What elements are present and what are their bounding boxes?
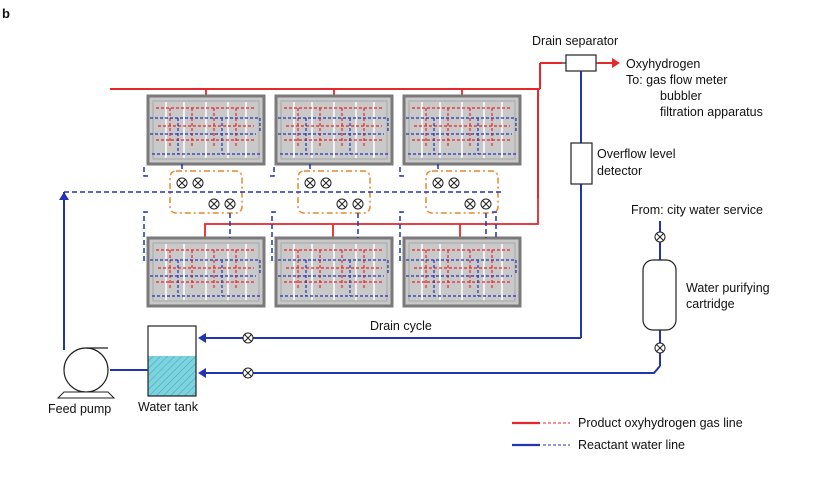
water-purifying-cartridge <box>642 259 677 331</box>
drain-separator <box>562 54 598 72</box>
module-top-3 <box>402 94 522 166</box>
feed-pump <box>56 192 148 399</box>
panel-letter: b <box>2 6 10 21</box>
module-bottom-2 <box>274 236 394 308</box>
module-bottom-1 <box>146 236 266 308</box>
drain-separator-label: Drain separator <box>532 34 618 48</box>
oxyhydrogen-label: Oxyhydrogen <box>626 57 700 71</box>
city-water-valve-top <box>654 231 666 243</box>
city-water-label: From: city water service <box>631 203 763 217</box>
module-top-1 <box>146 94 266 166</box>
manifold-valves <box>176 177 492 210</box>
overflow-label-line1: Overflow level <box>597 147 676 161</box>
water-tank <box>147 325 197 397</box>
module-bottom-3 <box>402 236 522 308</box>
filtration-label: filtration apparatus <box>660 105 763 119</box>
feed-pump-label: Feed pump <box>48 402 111 416</box>
purify-label-line2: cartridge <box>686 297 735 311</box>
water-tank-label: Water tank <box>138 400 199 414</box>
overflow-label-line2: detector <box>597 164 642 178</box>
legend-gas-label: Product oxyhydrogen gas line <box>578 416 743 430</box>
overflow-level-detector <box>570 142 593 185</box>
to-gas-flow-meter-label: To: gas flow meter <box>626 73 727 87</box>
drain-cycle-valve <box>242 332 254 344</box>
module-top-2 <box>274 94 394 166</box>
purify-label-line1: Water purifying <box>686 281 770 295</box>
drain-line <box>198 71 582 343</box>
city-water-valve-bottom <box>654 342 666 354</box>
legend-water-label: Reactant water line <box>578 438 685 452</box>
supply-line-valve <box>242 367 254 379</box>
drain-cycle-label: Drain cycle <box>370 319 432 333</box>
gas-header-line <box>110 62 562 240</box>
legend: Product oxyhydrogen gas line Reactant wa… <box>512 416 743 452</box>
gas-output-line <box>598 58 620 68</box>
water-distribution-lines <box>64 164 502 264</box>
bubbler-label: bubbler <box>660 89 702 103</box>
